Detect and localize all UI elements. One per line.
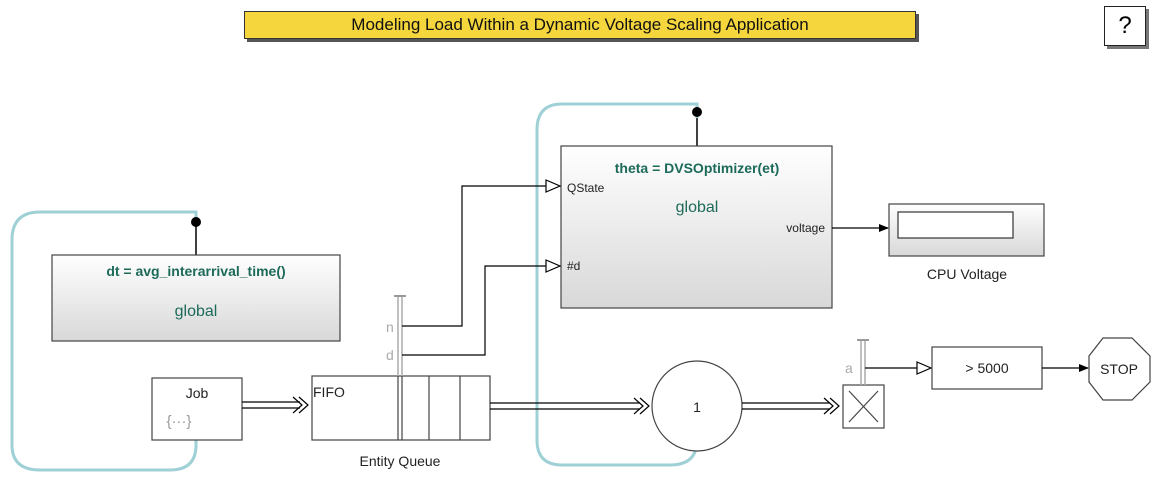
dt-function-block[interactable]: [51, 254, 341, 342]
dvs-function-scope: global: [676, 199, 719, 216]
cpu-voltage-label: CPU Voltage: [927, 266, 1007, 282]
dvs-port-qstate: QState: [567, 181, 605, 195]
entity-queue-label: Entity Queue: [360, 453, 441, 469]
dt-function-signature: dt = avg_interarrival_time(): [106, 263, 285, 279]
job-generator-block[interactable]: [151, 377, 243, 441]
entity-server-block[interactable]: [651, 360, 743, 452]
model-title-annotation: Modeling Load Within a Dynamic Voltage S…: [244, 11, 916, 39]
dvs-function-signature: theta = DVSOptimizer(et): [615, 160, 780, 176]
entity-generator-icon: {···}: [166, 413, 191, 430]
server-capacity: 1: [693, 399, 701, 415]
dvs-port-voltage: voltage: [786, 221, 825, 235]
stop-block[interactable]: [1088, 337, 1151, 401]
queue-port-d: d: [386, 347, 394, 363]
queue-port-n: n: [386, 319, 394, 335]
dt-function-scope: global: [175, 303, 218, 320]
stop-label: STOP: [1100, 361, 1138, 377]
function-loop-right: [535, 102, 699, 467]
function-loop-left: [10, 210, 198, 472]
compare-threshold: > 5000: [965, 360, 1008, 376]
dvs-optimizer-block[interactable]: [560, 145, 833, 309]
dvs-port-d: #d: [567, 259, 580, 273]
entity-queue-policy: FIFO: [313, 384, 345, 400]
compare-to-constant-block[interactable]: [931, 346, 1043, 390]
help-button[interactable]: ?: [1104, 6, 1146, 46]
terminator-port-a: a: [845, 360, 853, 376]
job-generator-label: Job: [186, 385, 209, 401]
